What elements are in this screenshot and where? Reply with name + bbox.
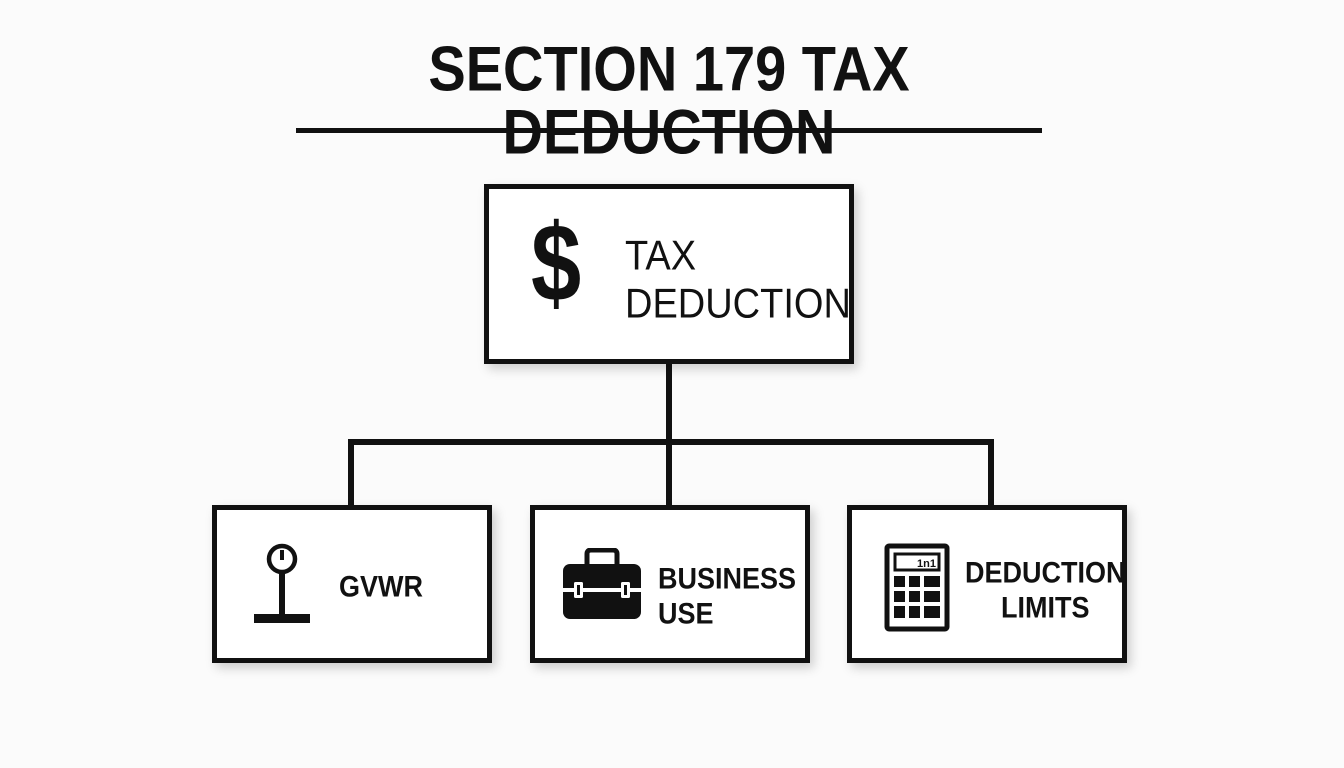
connector-root-down [666, 362, 672, 444]
root-node-label-line: DEDUCTION [625, 281, 851, 328]
connector-right-down [988, 439, 994, 507]
child-node-business-use: BUSINESS USE [530, 505, 810, 663]
child-node-label-line: USE [658, 597, 714, 631]
root-node-tax-deduction: $ TAX DEDUCTION [484, 184, 854, 364]
child-node-label: BUSINESS USE [658, 562, 796, 632]
child-node-label: GVWR [339, 570, 423, 605]
scale-icon [251, 542, 313, 633]
connector-middle-down [666, 439, 672, 507]
child-node-label-line: GVWR [339, 570, 423, 603]
child-node-label-line: DEDUCTION [965, 556, 1126, 589]
connector-left-down [348, 439, 354, 507]
calculator-icon: 1n1 [884, 543, 950, 638]
diagram-title: SECTION 179 TAX DEDUCTION [428, 33, 910, 167]
calculator-display-text: 1n1 [917, 558, 936, 570]
child-node-gvwr: GVWR [212, 505, 492, 663]
root-node-label-line: TAX [625, 233, 697, 280]
dollar-sign-icon: $ [531, 202, 582, 325]
child-node-label-line: BUSINESS [658, 562, 797, 595]
briefcase-icon [561, 547, 643, 627]
child-node-label: DEDUCTION LIMITS [965, 556, 1126, 626]
child-node-deduction-limits: 1n1 DEDUCTION LIMITS [847, 505, 1127, 663]
child-node-label-line: LIMITS [1001, 591, 1090, 625]
root-node-label: TAX DEDUCTION [625, 233, 851, 329]
title-underline [296, 128, 1042, 133]
